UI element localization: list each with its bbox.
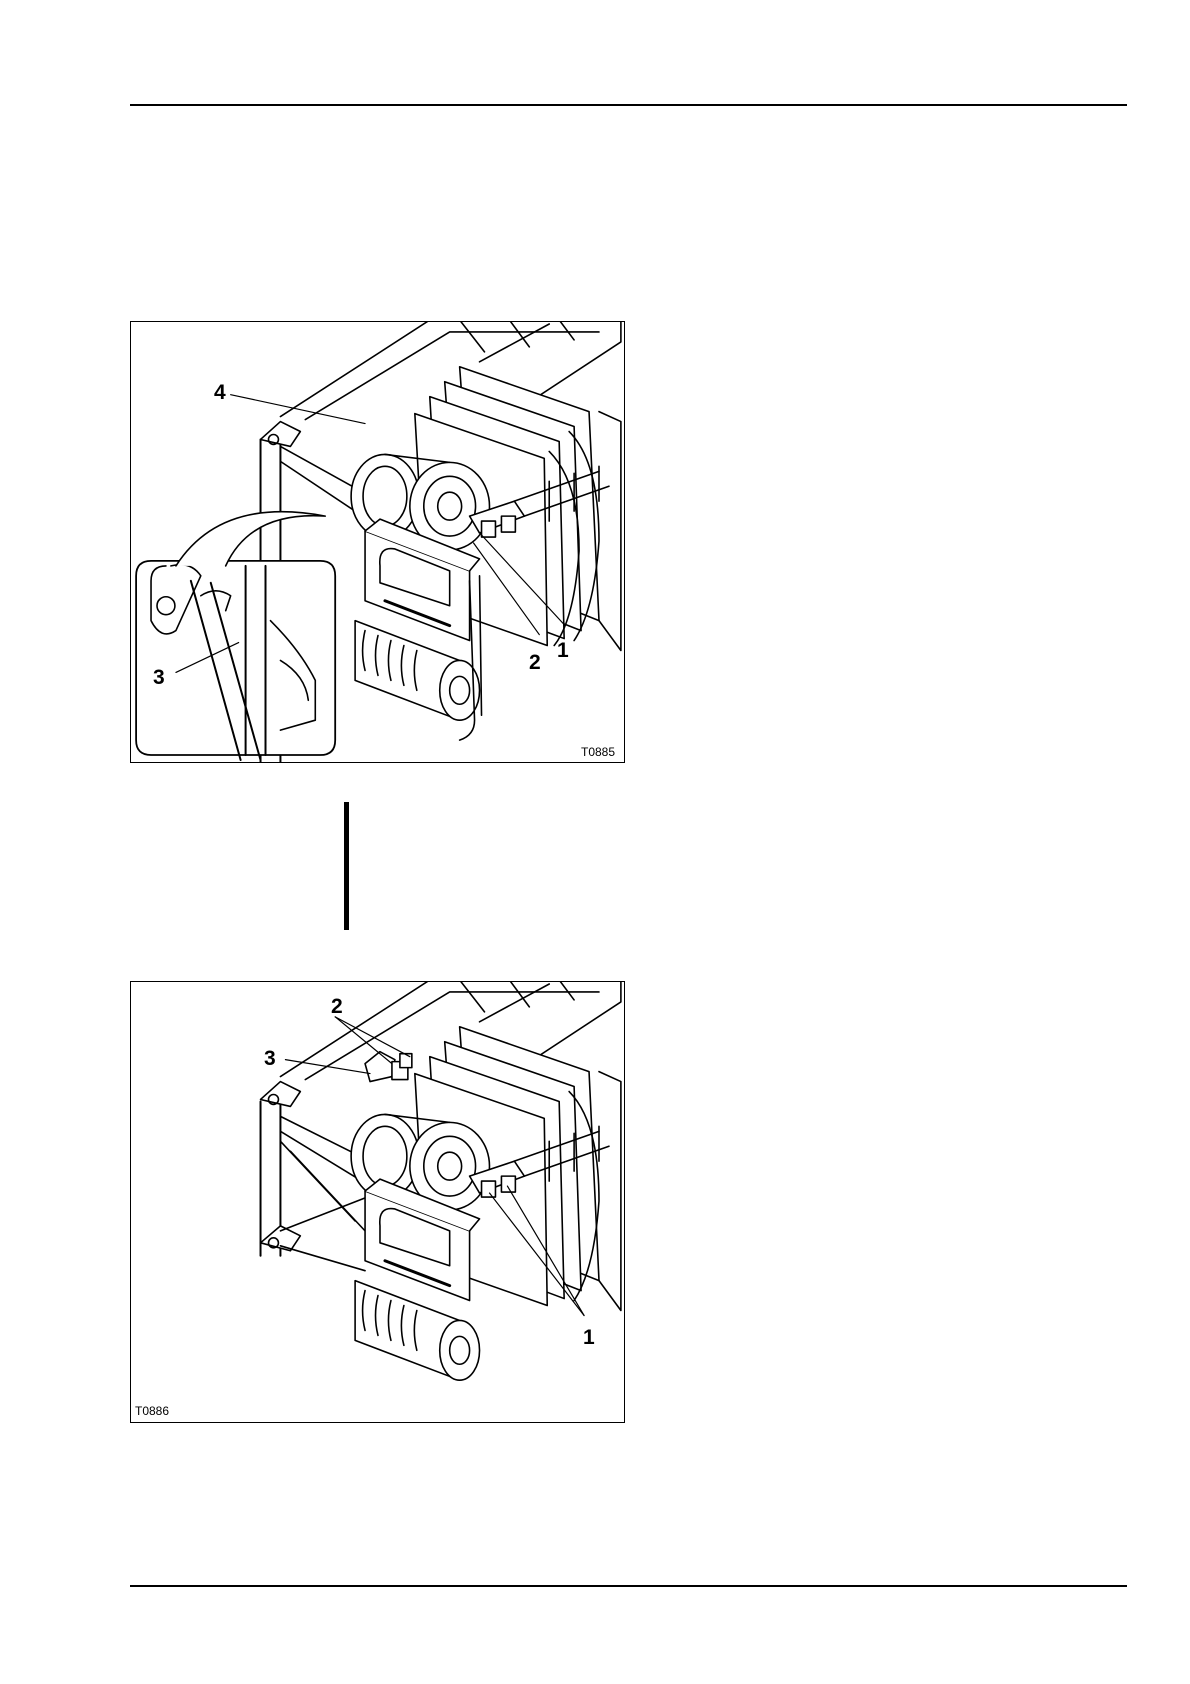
figure-t0886-drawing [131, 982, 624, 1422]
footer-rule [130, 1585, 1127, 1587]
callout-3: 3 [153, 667, 165, 688]
header-rule [130, 104, 1127, 106]
figure-code: T0886 [135, 1405, 169, 1417]
figure-code: T0885 [581, 746, 615, 758]
figure-t0885-drawing [131, 322, 624, 762]
figure-t0886: 2 3 1 T0886 [130, 981, 625, 1423]
callout-2: 2 [331, 996, 343, 1017]
callout-1: 1 [557, 640, 569, 661]
callout-1: 1 [583, 1327, 595, 1348]
change-bar [344, 802, 349, 930]
callout-4: 4 [214, 382, 226, 403]
callout-2: 2 [529, 652, 541, 673]
figure-t0885: 4 3 2 1 T0885 [130, 321, 625, 763]
callout-3: 3 [264, 1048, 276, 1069]
